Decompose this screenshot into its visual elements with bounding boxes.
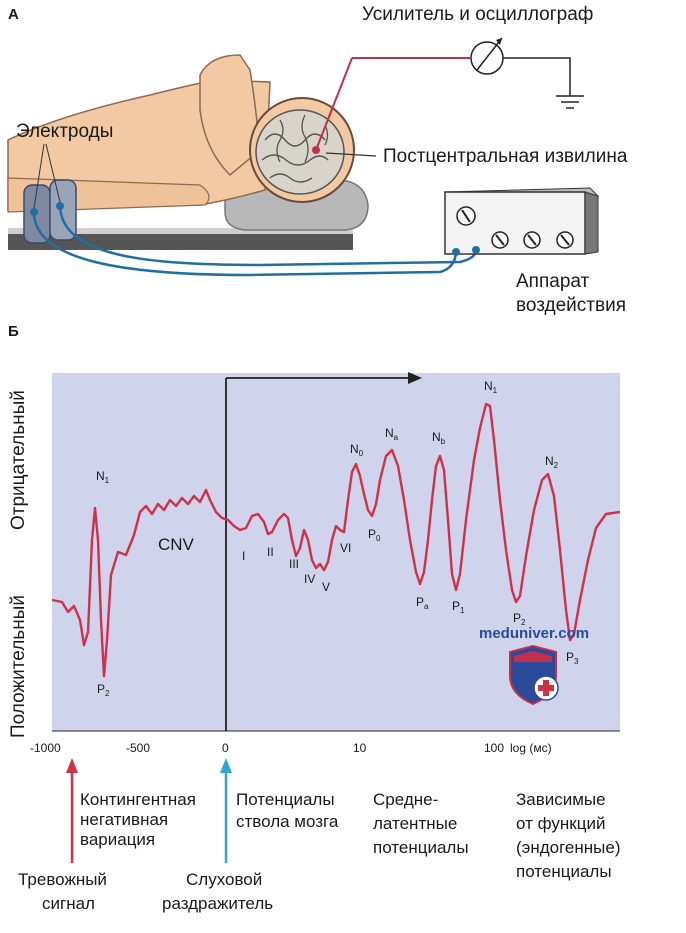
electrodes-label: Электроды bbox=[16, 121, 114, 142]
brain bbox=[255, 109, 345, 195]
caption-warning-line2: сигнал bbox=[42, 894, 95, 913]
peak-na: Na bbox=[385, 426, 399, 442]
auditory-arrow-head-icon bbox=[220, 758, 232, 773]
caption-cnv-line3: вариация bbox=[80, 830, 156, 849]
peak-vi: VI bbox=[340, 541, 351, 555]
peak-n0: N0 bbox=[350, 442, 364, 458]
warning-arrow-head-icon bbox=[66, 758, 78, 773]
x-tick-100: 100 bbox=[484, 741, 504, 755]
setup-illustration bbox=[7, 37, 600, 277]
peak-p2-left: P2 bbox=[97, 682, 110, 698]
peak-p3: P3 bbox=[566, 650, 579, 666]
caption-warning-line1: Тревожный bbox=[18, 870, 107, 889]
peak-nb: Nb bbox=[432, 430, 446, 446]
caption-auditory-line2: раздражитель bbox=[162, 894, 274, 913]
amplifier-label: Усилитель и осциллограф bbox=[362, 4, 594, 25]
caption-mid-line2: латентные bbox=[373, 814, 458, 833]
stimulator-label-line2: воздействия bbox=[516, 295, 626, 316]
electrode-cable-2 bbox=[58, 205, 478, 267]
peak-p1: P1 bbox=[452, 599, 465, 615]
electrode-cuff-2 bbox=[49, 179, 77, 241]
peak-pa: Pa bbox=[416, 595, 429, 611]
caption-mid-line3: потенциалы bbox=[373, 838, 469, 857]
panel-a-letter: А bbox=[8, 6, 19, 23]
patient-face bbox=[199, 54, 261, 177]
peak-ii: II bbox=[267, 545, 274, 559]
caption-late-line1: Зависимые bbox=[516, 790, 606, 809]
caption-brainstem-line1: Потенциалы bbox=[236, 790, 335, 809]
peak-n1-left: N1 bbox=[96, 469, 110, 485]
x-tick-minus-500: -500 bbox=[126, 741, 150, 755]
cnv-label: CNV bbox=[158, 535, 194, 554]
caption-cnv-line2: негативная bbox=[80, 810, 169, 829]
recording-lead bbox=[315, 57, 353, 151]
caption-brainstem-line2: ствола мозга bbox=[236, 812, 339, 831]
x-axis-unit: log (мс) bbox=[510, 741, 552, 755]
examination-table bbox=[8, 232, 353, 250]
caption-mid-line1: Средне- bbox=[373, 790, 439, 809]
erp-trace bbox=[51, 402, 621, 678]
electrode-cable-1 bbox=[32, 211, 458, 277]
caption-late-line4: потенциалы bbox=[516, 862, 612, 881]
peak-iv: IV bbox=[304, 572, 315, 586]
time-arrow-icon bbox=[408, 372, 422, 384]
ground-icon bbox=[556, 95, 584, 109]
peak-p2-right: P2 bbox=[513, 611, 526, 627]
x-tick-minus-1000: -1000 bbox=[30, 741, 61, 755]
panel-b-letter: Б bbox=[8, 323, 19, 340]
peak-iii: III bbox=[289, 557, 299, 571]
stimulator-label-line1: Аппарат bbox=[516, 271, 590, 292]
watermark-text: meduniver.com bbox=[479, 625, 590, 642]
caption-late-line3: (эндогенные) bbox=[516, 838, 621, 857]
x-tick-10: 10 bbox=[353, 741, 367, 755]
watermark-logo-icon bbox=[509, 644, 559, 706]
peak-v: V bbox=[322, 580, 330, 594]
x-tick-0: 0 bbox=[222, 741, 229, 755]
caption-late-line2: от функций bbox=[516, 814, 606, 833]
caption-auditory-line1: Слуховой bbox=[186, 870, 263, 889]
gyrus-label: Постцентральная извилина bbox=[383, 146, 628, 167]
peak-i: I bbox=[242, 549, 245, 563]
peak-n1-right: N1 bbox=[484, 379, 498, 395]
peak-n2: N2 bbox=[545, 454, 559, 470]
peak-p0: P0 bbox=[368, 527, 381, 543]
caption-cnv-line1: Контингентная bbox=[80, 790, 196, 809]
